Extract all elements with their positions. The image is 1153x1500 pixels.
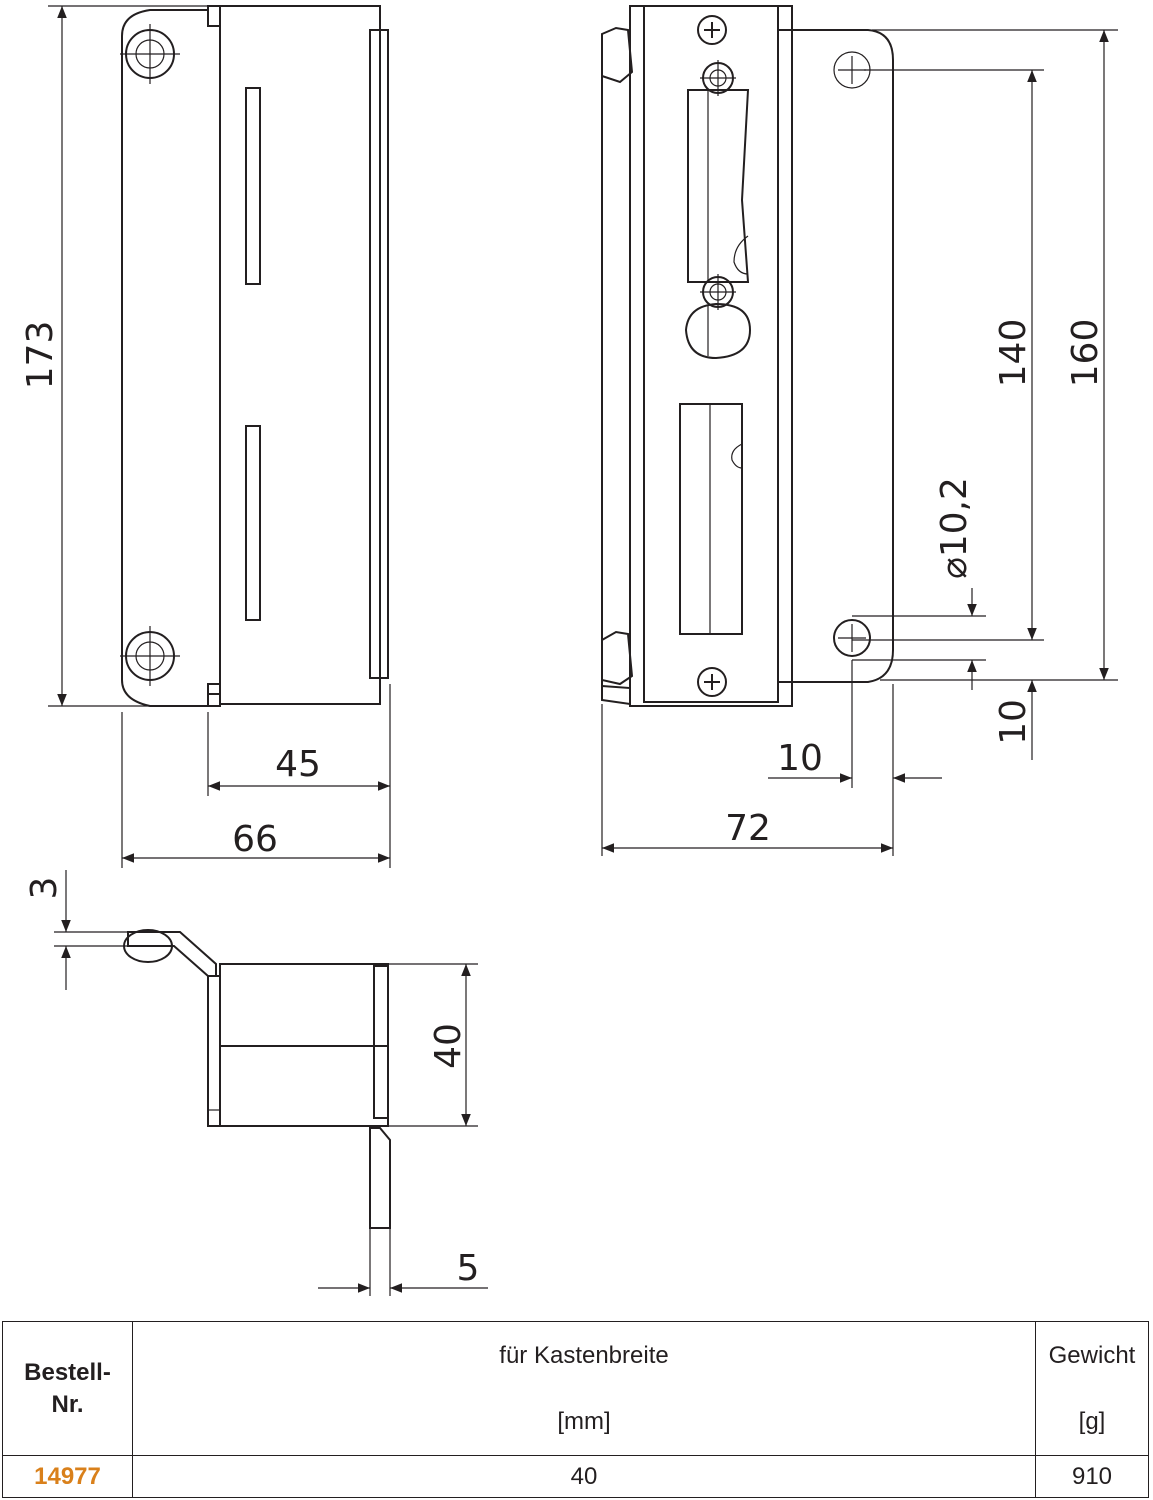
dim-bottom-thickness: 3 <box>24 877 65 900</box>
front-hole-top <box>120 24 180 84</box>
table-header-row: Bestell- Nr. für Kastenbreite [mm] Gewic… <box>2 1321 1149 1456</box>
side-small-hole-top <box>700 60 736 96</box>
side-view: 160 140 ⌀10,2 10 10 72 <box>601 5 1118 856</box>
header-order-line1: Bestell- <box>24 1358 111 1386</box>
dim-front-inner-width: 45 <box>275 744 321 785</box>
header-weight-label: Gewicht <box>1048 1341 1136 1369</box>
table-row: 14977 40 910 <box>2 1455 1149 1498</box>
dim-front-height: 173 <box>20 321 61 390</box>
front-hole-bottom <box>120 626 180 686</box>
dim-hole-diameter: ⌀10,2 <box>934 477 975 579</box>
header-weight-unit: [g] <box>1078 1407 1106 1435</box>
dim-bottom-depth: 40 <box>428 1023 469 1069</box>
side-small-hole-bottom <box>700 274 736 310</box>
bottom-view: 3 40 5 <box>24 870 488 1296</box>
cell-box-width: 40 <box>132 1455 1036 1498</box>
front-view: 173 45 66 <box>20 5 391 868</box>
plate-hole-bottom <box>833 619 871 657</box>
header-order-line2: Nr. <box>51 1390 84 1418</box>
dim-bottom-lip: 5 <box>457 1248 480 1289</box>
dim-front-outer-width: 66 <box>232 819 278 860</box>
header-order-number: Bestell- Nr. <box>2 1321 133 1456</box>
header-weight: Gewicht [g] <box>1035 1321 1149 1456</box>
dim-hole-spacing: 140 <box>993 319 1034 388</box>
dim-side-edge-offset: 10 <box>777 738 823 779</box>
cell-weight: 910 <box>1035 1455 1149 1498</box>
dim-side-bottom-offset: 10 <box>993 699 1034 745</box>
header-box-width: für Kastenbreite [mm] <box>132 1321 1036 1456</box>
screw-top <box>697 15 727 45</box>
header-box-width-unit: [mm] <box>557 1407 611 1435</box>
dim-side-width: 72 <box>725 808 771 849</box>
technical-drawing: 173 45 66 <box>20 5 1118 1296</box>
header-box-width-label: für Kastenbreite <box>499 1341 669 1369</box>
cell-order-number: 14977 <box>2 1455 133 1498</box>
spec-table: Bestell- Nr. für Kastenbreite [mm] Gewic… <box>2 1321 1149 1498</box>
dim-plate-height: 160 <box>1065 319 1106 388</box>
screw-bottom <box>697 667 727 697</box>
